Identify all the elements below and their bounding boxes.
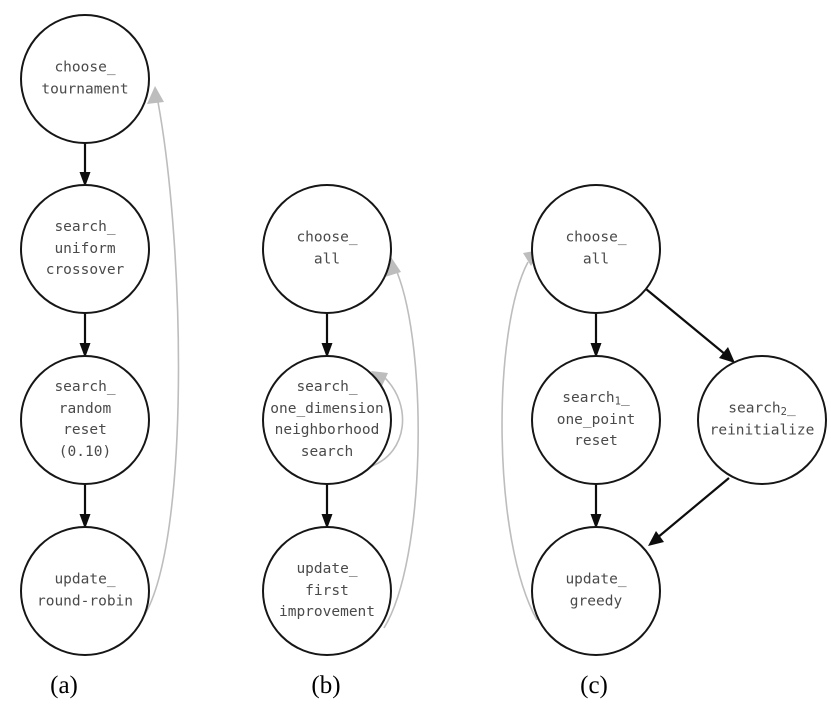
arrowhead-c-4: [648, 531, 664, 546]
edge-a-update-to-choose-feedback: [143, 101, 180, 617]
panel-caption-a: (a): [50, 672, 78, 699]
arrowhead-b-2: [321, 514, 333, 529]
panel-c-nodes: [531, 184, 827, 656]
search1-one-point-reset-node[interactable]: [531, 355, 661, 485]
arrowhead-a-2: [79, 343, 91, 358]
panel-caption-b: (b): [311, 672, 341, 699]
choose-tournament-node[interactable]: [20, 14, 150, 144]
update-greedy-node[interactable]: [531, 526, 661, 656]
edge-c-choose-to-search2: [645, 288, 727, 356]
update-round-robin-node[interactable]: [20, 526, 150, 656]
panel-a-edges: [79, 86, 180, 617]
panel-caption-c: (c): [580, 672, 608, 699]
arrowhead-b-selfloop: [371, 371, 388, 386]
choose-all-node-c[interactable]: [531, 184, 661, 314]
search-random-reset-node[interactable]: [20, 355, 150, 485]
arrowhead-c-2: [719, 347, 735, 363]
search2-reinitialize-node[interactable]: [697, 355, 827, 485]
arrowhead-b-feedback: [385, 257, 401, 277]
edge-b-search-self-loop: [371, 377, 404, 467]
panel-b-nodes: [262, 184, 392, 656]
choose-all-node-b[interactable]: [262, 184, 392, 314]
arrowhead-a-feedback: [147, 86, 164, 104]
edge-c-update-to-choose-feedback: [501, 261, 538, 621]
panel-a-nodes: [20, 14, 150, 656]
arrowhead-b-1: [321, 343, 333, 358]
search-one-dimension-neighborhood-search-node[interactable]: [262, 355, 392, 485]
arrowhead-a-3: [79, 514, 91, 529]
search-uniform-crossover-node[interactable]: [20, 184, 150, 314]
update-first-improvement-node[interactable]: [262, 526, 392, 656]
arrowhead-c-1: [590, 343, 602, 358]
edge-b-update-to-choose-feedback: [383, 271, 419, 629]
arrowhead-c-3: [590, 514, 602, 529]
arrowhead-a-1: [79, 172, 91, 187]
edge-c-search2-to-update: [656, 477, 730, 539]
panel-b-edges: [321, 257, 419, 629]
